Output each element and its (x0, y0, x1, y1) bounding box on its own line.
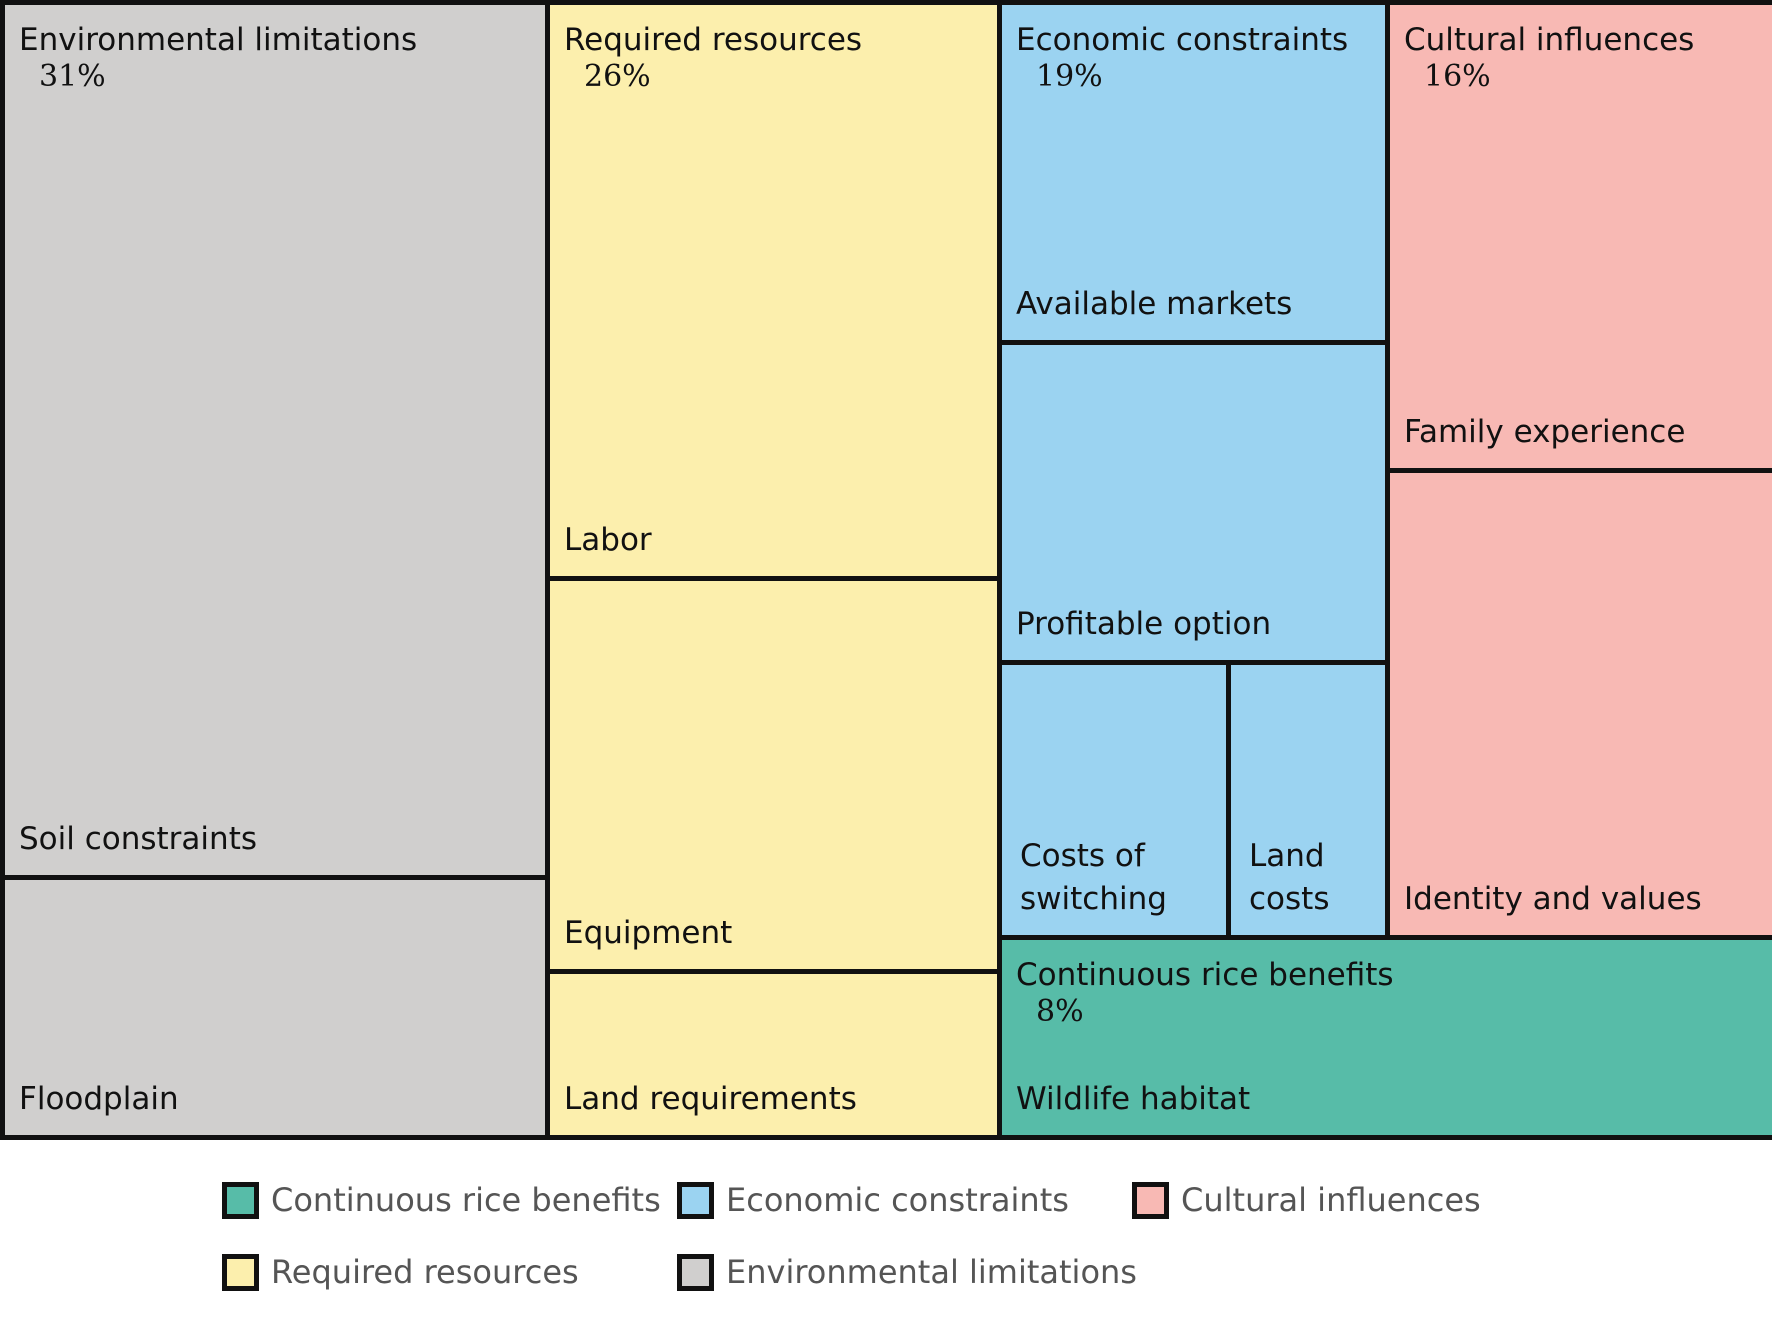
treemap-cell-costs-of-switching: Costs of switching (997, 660, 1231, 940)
cell-label-soil-constraints: Soil constraints (19, 821, 257, 857)
legend-item-required-resources: Required resources (222, 1252, 579, 1292)
legend-swatch-required-resources (222, 1253, 259, 1291)
cell-label-available-markets: Available markets (1016, 286, 1293, 322)
cell-label-profitable-option: Profitable option (1016, 606, 1272, 642)
legend-swatch-continuous-rice-benefits (222, 1181, 259, 1219)
cell-label-wildlife-habitat: Wildlife habitat (1016, 1081, 1251, 1117)
group-percent-required-resources: 26% (584, 59, 651, 94)
treemap-cell-land-requirements: Land requirements (545, 969, 1002, 1140)
treemap-cell-land-costs: Land costs (1226, 660, 1390, 940)
legend-item-environmental-limitations: Environmental limitations (677, 1252, 1137, 1292)
group-percent-cultural-influences: 16% (1424, 59, 1491, 94)
legend-item-economic-constraints: Economic constraints (677, 1180, 1069, 1220)
legend-label-cultural-influences: Cultural influences (1181, 1181, 1481, 1219)
cell-label-land-requirements: Land requirements (564, 1081, 857, 1117)
legend-label-environmental-limitations: Environmental limitations (726, 1253, 1137, 1291)
cell-label-land-costs: Land costs (1249, 838, 1330, 917)
legend-swatch-cultural-influences (1132, 1181, 1169, 1219)
cell-label-floodplain: Floodplain (19, 1081, 179, 1117)
treemap-cell-profitable-option: Profitable option (997, 340, 1390, 665)
group-label-environmental-limitations: Environmental limitations (19, 22, 418, 58)
legend-label-required-resources: Required resources (271, 1253, 579, 1291)
group-label-continuous-rice-benefits: Continuous rice benefits (1016, 957, 1394, 993)
treemap-cell-identity-and-values: Identity and values (1385, 468, 1772, 940)
group-percent-continuous-rice-benefits: 8% (1036, 994, 1084, 1029)
cell-label-labor: Labor (564, 522, 652, 558)
group-percent-environmental-limitations: 31% (39, 59, 106, 94)
legend: Continuous rice benefits Economic constra… (0, 1160, 1772, 1310)
cell-label-family-experience: Family experience (1404, 414, 1686, 450)
group-label-economic-constraints: Economic constraints (1016, 22, 1349, 58)
legend-swatch-environmental-limitations (677, 1253, 714, 1291)
treemap-cell-equipment: Equipment (545, 576, 1002, 974)
cell-label-equipment: Equipment (564, 915, 733, 951)
legend-label-continuous-rice-benefits: Continuous rice benefits (271, 1181, 661, 1219)
legend-label-economic-constraints: Economic constraints (726, 1181, 1069, 1219)
cell-label-costs-of-switching: Costs of switching (1020, 838, 1167, 917)
group-label-cultural-influences: Cultural influences (1404, 22, 1695, 58)
group-percent-economic-constraints: 19% (1036, 59, 1103, 94)
legend-swatch-economic-constraints (677, 1181, 714, 1219)
treemap-cell-floodplain: Floodplain (0, 875, 550, 1140)
group-label-required-resources: Required resources (564, 22, 863, 58)
legend-item-cultural-influences: Cultural influences (1132, 1180, 1481, 1220)
legend-item-continuous-rice-benefits: Continuous rice benefits (222, 1180, 661, 1220)
cell-label-identity-and-values: Identity and values (1404, 881, 1702, 917)
